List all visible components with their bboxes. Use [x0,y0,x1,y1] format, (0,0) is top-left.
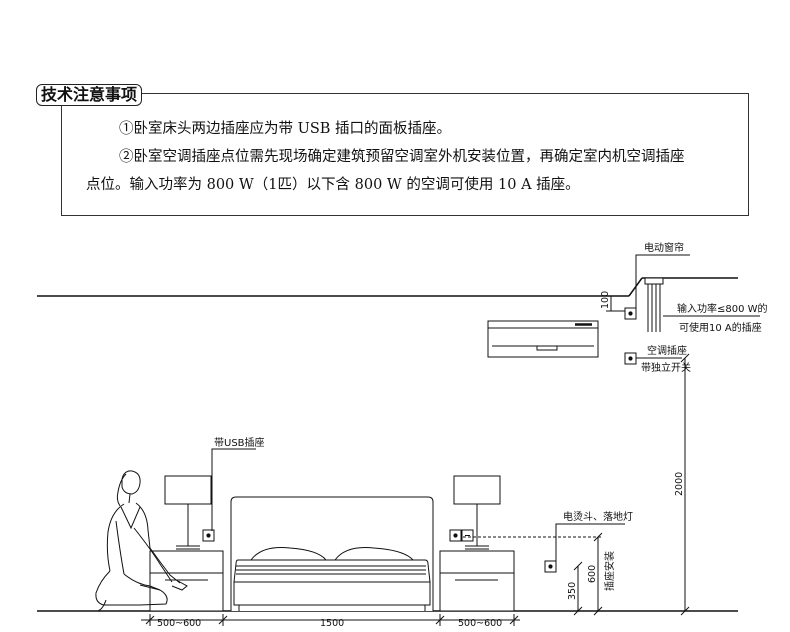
dim-100-text: 100 [600,291,611,309]
usb-leader [211,448,256,531]
notes-title: 技术注意事项 [36,84,143,106]
ac-socket-label: 空调插座 [647,344,687,357]
dim-600 [593,532,603,616]
woman-figure-icon [95,470,188,612]
curtain-track [644,277,664,332]
curtain-socket-icon [624,307,637,320]
bed-icon [230,496,434,611]
ac-note-line-2: 可使用10 A的插座 [679,321,762,334]
dim-2000-text: 2000 [674,472,685,496]
dim-350 [573,561,583,616]
notes-box [61,93,749,216]
usb-socket-label: 带USB插座 [214,436,265,449]
ceiling-line [37,277,738,297]
width-dimension-line [141,614,520,626]
dim-100 [606,295,625,312]
note-line-3: 点位。输入功率为 800 W（1匹）以下含 800 W 的空调可使用 10 A … [86,177,580,193]
left-lamp-icon [164,475,212,550]
curtain-label: 电动窗帘 [644,241,684,254]
ac-socket-icon [624,352,637,365]
dim-2000 [680,353,690,616]
air-conditioner-icon [487,320,599,358]
right-usb-socket-icon [449,529,474,542]
note-line-2: ②卧室空调插座点位需先现场确定建筑预留空调室外机安装位置，再确定室内机空调插座 [119,149,685,165]
right-lamp-icon [453,475,501,550]
iron-lamp-leader [555,523,625,562]
note-line-1: ①卧室床头两边插座应为带 USB 插口的面板插座。 [119,121,452,137]
right-nightstand-icon [439,550,515,612]
iron-lamp-socket-icon [544,560,557,573]
dim-right-width: 500~600 [458,618,502,629]
ac-note-line-1: 输入功率≤800 W的 [677,302,768,315]
curtain-leader [635,254,690,311]
iron-lamp-label: 电烫斗、落地灯 [563,510,633,523]
left-usb-socket-icon [202,529,215,542]
dim-left-width: 500~600 [157,618,201,629]
socket-install-label: 插座安装 [603,551,616,591]
dim-600-text: 600 [587,565,598,583]
left-nightstand-icon [149,550,224,612]
ac-switch-label: 带独立开关 [641,361,691,374]
dim-350-text: 350 [567,582,578,600]
dim-bed-width: 1500 [320,618,344,629]
